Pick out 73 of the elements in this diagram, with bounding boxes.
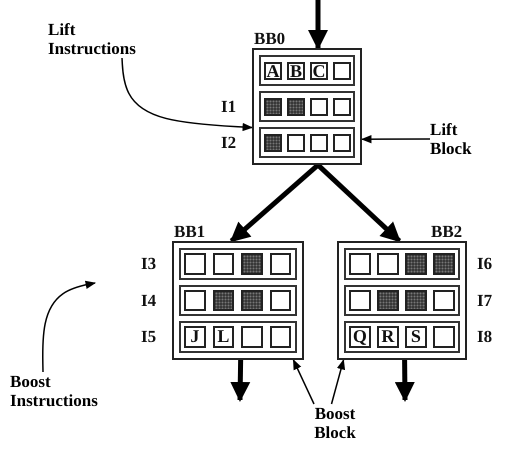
shaded-slot [287,98,305,116]
empty-slot [270,290,292,312]
empty-slot [310,98,328,116]
flow-arrow [230,163,320,243]
instruction-slot: B [287,62,305,80]
instruction-label: I5 [141,327,156,346]
instruction-row [259,91,355,122]
instruction-row [179,248,297,280]
empty-slot [184,290,206,312]
block-label: BB0 [254,29,286,48]
instruction-label: I1 [221,96,236,116]
instruction-row [344,321,460,353]
block-label: BB2 [431,222,462,241]
flow-arrow [308,0,328,50]
flow-arrow [394,360,415,402]
basic-block-frame [337,241,467,360]
annotation-label: Boost Instructions [10,372,120,410]
basic-block-frame [172,241,304,360]
instruction-row [179,284,297,316]
leader-line [330,358,346,404]
instruction-slot: L [212,326,234,348]
instruction-label: I3 [141,254,156,273]
instruction-row [259,127,355,158]
instruction-row [344,248,460,280]
empty-slot [270,253,292,275]
annotation-label: Boost Block [300,404,370,442]
flow-arrow [230,360,250,402]
instruction-slot: A [264,62,282,80]
shaded-slot [264,134,282,152]
instruction-slot: C [310,62,328,80]
empty-slot [310,134,328,152]
instruction-row [259,55,355,86]
block-label: BB1 [174,222,206,241]
shaded-slot [433,253,455,275]
empty-slot [333,62,351,80]
empty-slot [433,326,455,348]
leader-line [360,135,430,144]
shaded-slot [241,253,263,275]
empty-slot [349,290,371,312]
instruction-label: I2 [221,132,236,152]
instruction-label: I7 [477,290,492,310]
leader-line [292,359,315,404]
instruction-slot: S [405,326,427,348]
shaded-slot [405,290,427,312]
empty-slot [241,326,263,348]
shaded-slot [377,290,399,312]
empty-slot [433,290,455,312]
shaded-slot [405,253,427,275]
flow-arrow [316,163,402,243]
instruction-row [344,284,460,316]
empty-slot [333,98,351,116]
basic-block-frame [252,48,362,165]
instruction-label: I8 [477,327,492,346]
instruction-slot: J [184,326,206,348]
leader-line [42,280,96,372]
instruction-row [179,321,297,353]
empty-slot [287,134,305,152]
empty-slot [270,326,292,348]
empty-slot [212,253,234,275]
instruction-label: I6 [477,254,492,273]
leader-line [121,58,254,132]
shaded-slot [212,290,234,312]
shaded-slot [264,98,282,116]
empty-slot [184,253,206,275]
instruction-slot: Q [349,326,371,348]
empty-slot [377,253,399,275]
annotation-label: Lift Instructions [48,20,148,58]
instruction-slot: R [377,326,399,348]
empty-slot [349,253,371,275]
empty-slot [333,134,351,152]
instruction-label: I4 [141,290,156,310]
annotation-label: Lift Block [430,120,480,158]
shaded-slot [241,290,263,312]
